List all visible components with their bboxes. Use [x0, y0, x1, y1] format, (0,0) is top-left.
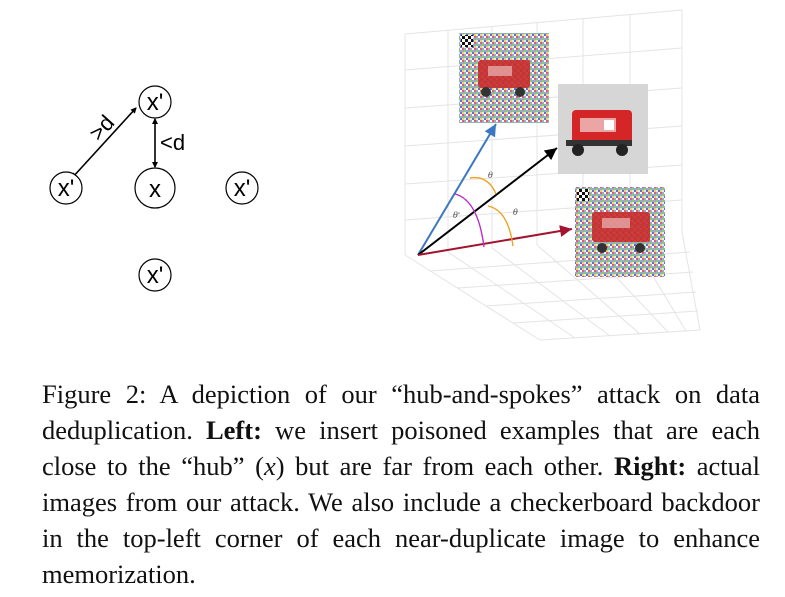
theta-label-lower: θ [513, 208, 518, 217]
theta-arc-upper [469, 176, 497, 195]
node-hub: x [134, 167, 176, 209]
node-bottom: x' [138, 258, 172, 292]
caption-left-text-a: we insert poisoned examples that are eac… [42, 415, 760, 481]
poisoned-image-right [575, 187, 665, 277]
theta-prime-arc [454, 193, 485, 248]
vector-plot-3d: θ θ θ' [404, 9, 701, 341]
caption-right-text: actual images from our attack. We also i… [42, 451, 760, 589]
caption-left-label: Left: [206, 415, 262, 445]
caption-left-text-b: ) but are far from each other. [275, 451, 614, 481]
plot-grid [404, 9, 701, 341]
blue-vector [417, 123, 497, 256]
theta-label-upper: θ [488, 171, 493, 180]
figure-caption: Figure 2: A depiction of our “hub-and-sp… [42, 376, 760, 592]
red-vector [417, 225, 573, 256]
node-hub-label: x [149, 176, 161, 203]
node-left: x' [49, 171, 83, 205]
node-left-label: x' [58, 175, 75, 202]
caption-prefix: Figure 2: A depiction of our “hub-and-sp… [42, 379, 760, 445]
caption-right-label: Right: [614, 451, 687, 481]
near-edge-label: <d [160, 130, 185, 155]
node-bottom-label: x' [147, 262, 164, 289]
figure: >d <d x' x x' x' x' [49, 9, 701, 341]
hub-spokes-diagram: >d <d x' x x' x' x' [49, 85, 259, 292]
far-edge-arrow [71, 107, 137, 179]
node-right: x' [225, 171, 259, 205]
theta-arc-lower [487, 205, 514, 247]
poisoned-image-top [459, 33, 549, 123]
caption-hub-math: x [263, 451, 276, 481]
theta-prime-label: θ' [453, 211, 460, 220]
figure-canvas: >d <d x' x x' x' x' [49, 9, 701, 341]
node-top: x' [138, 85, 172, 119]
node-right-label: x' [234, 175, 251, 202]
node-top-label: x' [147, 89, 164, 116]
far-edge-label: >d [84, 110, 119, 145]
hub-image [558, 84, 648, 174]
black-vector [417, 147, 558, 256]
